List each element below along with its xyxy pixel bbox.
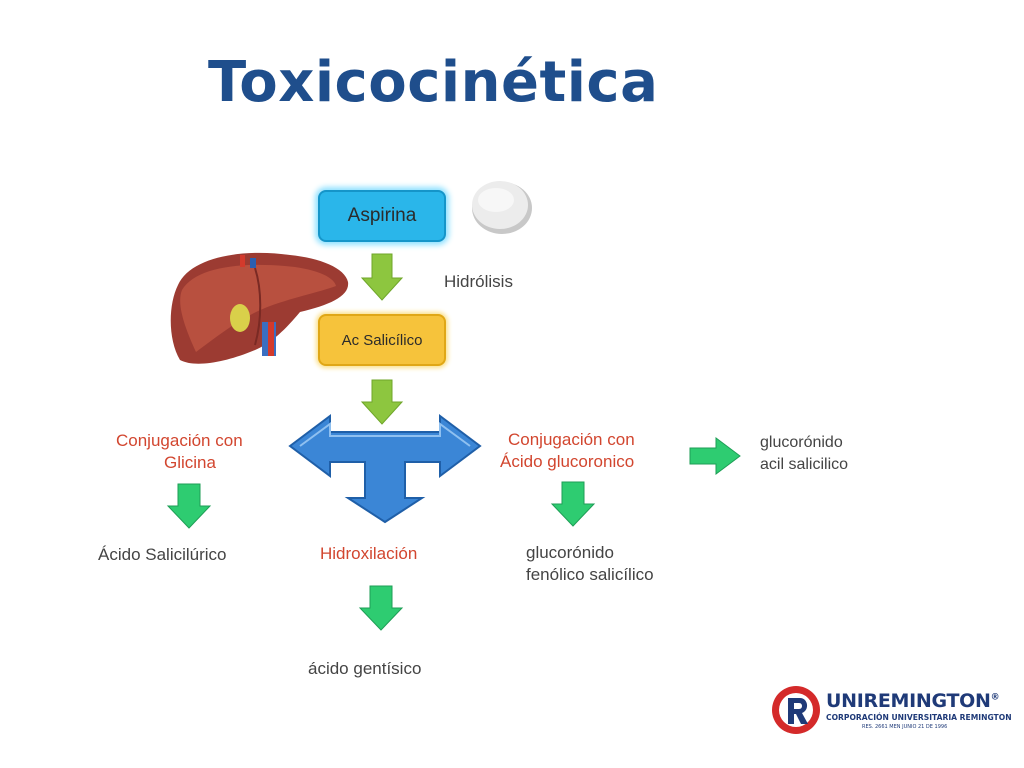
arrow-down-hidroxilacion <box>358 585 404 631</box>
arrow-down-hydrolysis <box>360 253 404 301</box>
arrow-down-acsal <box>360 379 404 425</box>
aspirina-node: Aspirina <box>318 190 446 242</box>
logo-subtitle: CORPORACIÓN UNIVERSITARIA REMINGTON <box>826 713 1012 722</box>
arrow-down-glicina <box>166 483 212 529</box>
page-title: Toxicocinética <box>208 50 659 115</box>
glucoronido-fenolico-line1: glucorónido <box>526 543 614 562</box>
arrow-down-glucoronico <box>550 481 596 527</box>
glucoronido-acil-line1: glucorónido <box>760 434 843 451</box>
pill-icon <box>472 181 532 234</box>
branch-arrow-icon <box>288 414 482 524</box>
arrow-right-glucoronido <box>689 437 741 475</box>
acido-saliciluric-label: Ácido Salicilúrico <box>98 545 227 564</box>
hidroxilacion-label: Hidroxilación <box>320 544 418 563</box>
conjugacion-glucoronico-line1: Conjugación con <box>508 430 635 449</box>
acido-gentisico-label: ácido gentísico <box>308 659 422 678</box>
conjugacion-glucoronico-line2: Ácido glucoronico <box>500 452 635 471</box>
glucoronido-acil-line2: acil salicilico <box>760 456 849 473</box>
hidrolisis-label: Hidrólisis <box>444 272 513 291</box>
glucoronido-fenolico-line2: fenólico salicílico <box>526 565 654 584</box>
ac-salicilico-node: Ac Salicílico <box>318 314 446 366</box>
logo-emblem-icon <box>772 686 820 734</box>
uniremington-logo: UNIREMINGTON® CORPORACIÓN UNIVERSITARIA … <box>770 684 1012 736</box>
logo-resolution: RES. 2661 MEN JUNIO 21 DE 1996 <box>862 724 948 730</box>
logo-name: UNIREMINGTON® <box>826 690 1000 712</box>
liver-icon <box>170 252 349 364</box>
conjugacion-glicina-line2: Glicina <box>164 453 216 472</box>
conjugacion-glicina-line1: Conjugación con <box>116 431 243 450</box>
